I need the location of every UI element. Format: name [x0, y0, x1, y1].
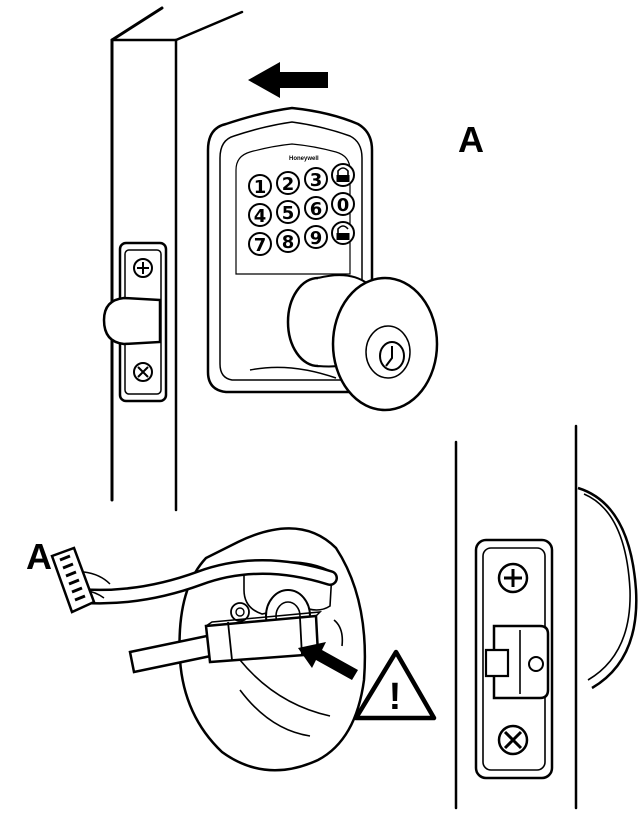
keypad-key-4: 4 [248, 203, 272, 227]
callout-label-bottom: A [26, 536, 52, 577]
keypad-key-5: 5 [276, 200, 300, 224]
svg-text:1: 1 [254, 177, 267, 198]
keypad: 1 2 3 4 5 [248, 163, 355, 256]
screw-icon [133, 258, 153, 278]
keypad-lock: Honeywell 1 2 3 [206, 106, 439, 412]
keypad-key-unlock [331, 221, 355, 245]
svg-text:9: 9 [310, 228, 323, 249]
unlock-icon [336, 225, 350, 240]
svg-text:6: 6 [310, 199, 323, 220]
pointer-arrow-icon [298, 642, 358, 680]
svg-text:!: ! [389, 676, 402, 718]
screw-icon [133, 362, 153, 382]
latch-bolt [102, 296, 162, 346]
keypad-key-3: 3 [304, 167, 328, 191]
keypad-key-0: 0 [331, 192, 355, 216]
warning-triangle-icon: ! [353, 649, 437, 721]
svg-text:4: 4 [254, 206, 267, 227]
door-knob [249, 274, 439, 412]
keypad-key-lock [331, 163, 355, 187]
door-edge [110, 6, 244, 512]
svg-text:3: 3 [310, 170, 323, 191]
latch-bolt-detail [484, 624, 550, 700]
cable-connector [50, 546, 96, 614]
keypad-key-6: 6 [304, 196, 328, 220]
knob-profile [577, 486, 638, 690]
escutcheon-inner [219, 121, 363, 381]
svg-text:2: 2 [282, 174, 295, 195]
svg-text:5: 5 [282, 203, 295, 224]
callout-label-top: A [458, 119, 484, 160]
latch-faceplate-detail [474, 538, 554, 780]
latch-faceplate-top [102, 241, 168, 403]
lock-icon [336, 167, 350, 182]
door-edge-detail [454, 424, 578, 810]
keypad-key-8: 8 [276, 229, 300, 253]
screw-icon [497, 562, 529, 594]
svg-text:8: 8 [282, 232, 295, 253]
direction-arrow-icon [248, 62, 328, 98]
svg-text:7: 7 [254, 235, 267, 256]
keyway [385, 346, 393, 367]
keypad-key-7: 7 [248, 232, 272, 256]
keypad-key-2: 2 [276, 171, 300, 195]
brand-logo: Honeywell [289, 156, 319, 162]
keypad-key-1: 1 [248, 174, 272, 198]
screw-icon [497, 724, 529, 756]
keypad-key-9: 9 [304, 225, 328, 249]
svg-text:0: 0 [337, 195, 350, 216]
